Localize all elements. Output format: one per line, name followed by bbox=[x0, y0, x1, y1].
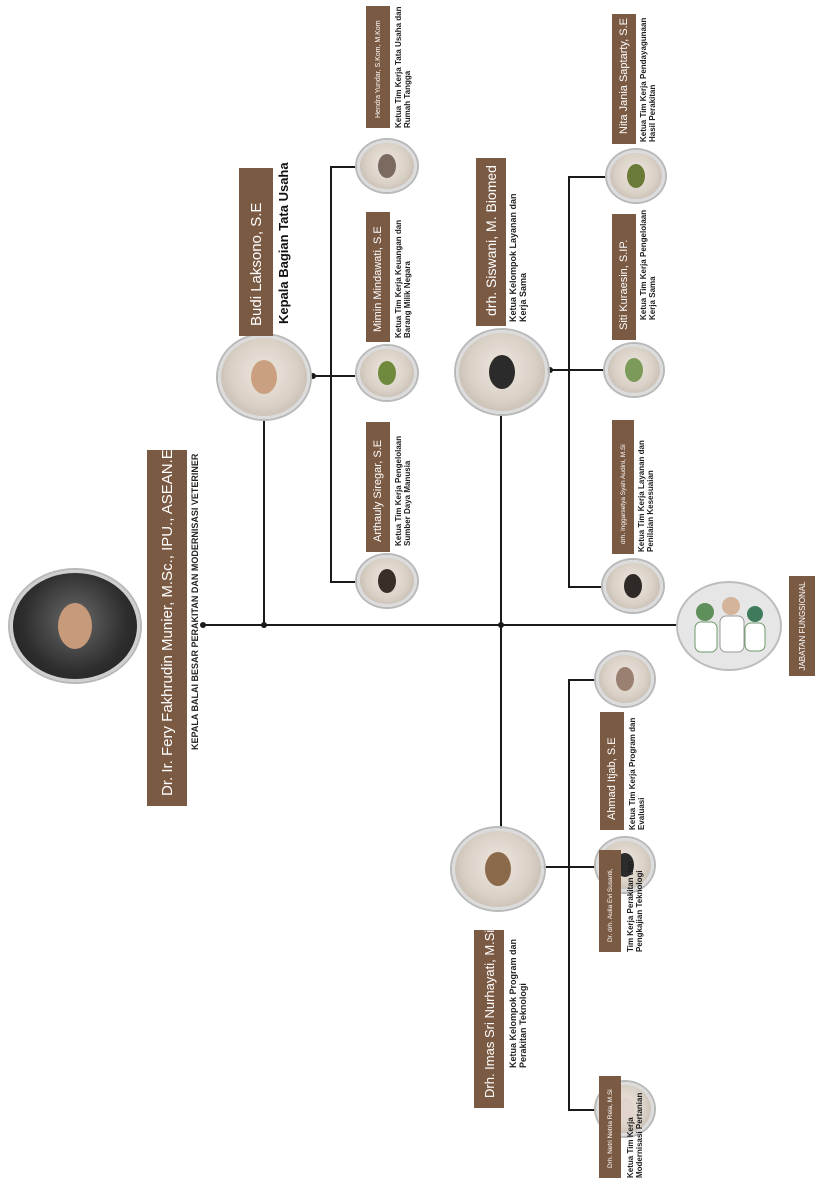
layanan-head-title: Ketua Kelompok Layanan dan Kerja Sama bbox=[508, 193, 529, 322]
program-member-role: Ketua Tim Kerja Modernisasi Pertanian bbox=[626, 1092, 645, 1178]
person-portrait-icon bbox=[489, 355, 515, 389]
person-portrait-icon bbox=[251, 360, 277, 394]
layanan-stub-3 bbox=[568, 176, 608, 178]
program-member-name: Ahmad Itjab, S.E bbox=[606, 737, 618, 820]
head-name: Dr. Ir. Fery Fakhrudin Munier, M.Sc., IP… bbox=[158, 432, 176, 796]
program-member-name-bar: Dr. drh. Aulia Evi Susanti, bbox=[599, 850, 621, 952]
program-branch-bar bbox=[568, 679, 570, 1110]
staff-group-icon bbox=[676, 581, 782, 671]
tu-member-photo bbox=[357, 555, 417, 607]
program-head-photo bbox=[452, 828, 544, 910]
main-spine bbox=[202, 624, 702, 626]
program-member-role: Tim Kerja Perakitan dan Pengkajian Tekno… bbox=[626, 861, 645, 952]
layanan-member-name: Nita Jania Saptarty, S.E bbox=[618, 18, 630, 134]
layanan-branch-bar bbox=[568, 176, 570, 588]
staff-figure bbox=[696, 603, 714, 621]
layanan-member-role: Ketua Tim Kerja Layanan dan Penilaian Ke… bbox=[637, 440, 656, 552]
program-drop bbox=[500, 625, 502, 853]
layanan-stub-1 bbox=[568, 586, 604, 588]
head-title: KEPALA BALAI BESAR PERAKITAN DAN MODERNI… bbox=[190, 453, 200, 750]
person-portrait-icon bbox=[624, 574, 642, 598]
layanan-head-photo bbox=[456, 330, 548, 414]
person-portrait-icon bbox=[378, 361, 396, 385]
tu-head-name-bar: Budi Laksono, S.E bbox=[239, 168, 273, 336]
layanan-member-name-bar: Nita Jania Saptarty, S.E bbox=[612, 14, 636, 144]
junction-dot bbox=[200, 622, 206, 628]
tu-member-photo bbox=[357, 346, 417, 400]
junction-dot bbox=[261, 622, 267, 628]
tu-member-role: Ketua Tim Kerja Keuangan dan Barang Mili… bbox=[394, 219, 413, 338]
program-head-title: Ketua Kelompok Program dan Perakitan Tek… bbox=[508, 938, 529, 1068]
person-portrait-icon bbox=[378, 154, 396, 178]
layanan-branch-link bbox=[550, 369, 608, 371]
fungsional-label-bar: JABATAN FUNGSIONAL bbox=[789, 576, 815, 676]
staff-figure bbox=[719, 615, 745, 653]
person-portrait-icon bbox=[625, 358, 643, 382]
tu-branch-bar bbox=[330, 166, 332, 583]
program-stub-3 bbox=[568, 679, 596, 681]
tu-member-name: Arthauly Siregar, S.E bbox=[372, 439, 384, 542]
tu-stub-3 bbox=[330, 166, 358, 168]
program-head-name: Drh. Imas Sri Nurhayati, M.Si bbox=[481, 929, 497, 1098]
layanan-member-photo bbox=[607, 150, 665, 202]
program-member-photo bbox=[596, 652, 654, 706]
tu-member-name-bar: Arthauly Siregar, S.E bbox=[366, 422, 390, 552]
tu-member-role: Ketua Tim Kerja Tata Usaha dan Rumah Tan… bbox=[394, 6, 413, 128]
program-head-name-bar: Drh. Imas Sri Nurhayati, M.Si bbox=[474, 930, 504, 1108]
person-portrait-icon bbox=[58, 603, 92, 649]
layanan-member-name-bar: Siti Kuraesin, S.IP. bbox=[612, 214, 636, 340]
junction-dot bbox=[547, 367, 553, 373]
person-portrait-icon bbox=[485, 852, 511, 886]
layanan-drop bbox=[500, 398, 502, 625]
tu-drop bbox=[263, 388, 265, 625]
layanan-head-name-bar: drh. Siswani, M. Biomed bbox=[476, 158, 506, 326]
staff-figure bbox=[694, 621, 718, 653]
person-portrait-icon bbox=[627, 164, 645, 188]
layanan-member-role: Ketua Tim Kerja Pendayagunaan Hasil Pera… bbox=[639, 17, 658, 142]
program-member-name-bar: Drh. Netri Netria Rela, M.Si bbox=[599, 1076, 621, 1178]
tu-head-name: Budi Laksono, S.E bbox=[247, 202, 265, 326]
junction-dot bbox=[498, 622, 504, 628]
tu-member-photo bbox=[357, 140, 417, 192]
tu-member-name: Mimin Mindawati, S.E bbox=[372, 226, 384, 332]
tu-head-photo bbox=[218, 335, 310, 419]
program-stub-1 bbox=[568, 1109, 598, 1111]
layanan-member-name: Siti Kuraesin, S.IP. bbox=[618, 239, 630, 330]
staff-figure bbox=[722, 597, 740, 615]
head-photo bbox=[10, 570, 140, 682]
program-member-name: Drh. Netri Netria Rela, M.Si bbox=[606, 1089, 614, 1168]
tu-branch-link bbox=[313, 375, 355, 377]
person-portrait-icon bbox=[378, 569, 396, 593]
tu-member-name-bar: Hendra Yundar, S.Kom, M.Kom bbox=[366, 6, 390, 128]
staff-figure bbox=[744, 622, 766, 652]
tu-head-title: Kepala Bagian Tata Usaha bbox=[276, 162, 291, 324]
program-branch-link bbox=[540, 866, 596, 868]
layanan-member-name: drh. Inggarsetya Syah Audini, M.Si bbox=[619, 444, 627, 544]
junction-dot bbox=[310, 373, 316, 379]
program-member-name: Dr. drh. Aulia Evi Susanti, bbox=[606, 868, 614, 942]
layanan-member-photo bbox=[605, 344, 663, 396]
head-name-bar: Dr. Ir. Fery Fakhrudin Munier, M.Sc., IP… bbox=[147, 433, 187, 806]
layanan-member-photo bbox=[603, 560, 663, 612]
tu-stub-1 bbox=[330, 581, 358, 583]
staff-figure bbox=[747, 606, 763, 622]
person-portrait-icon bbox=[616, 667, 634, 691]
program-member-name-bar: Ahmad Itjab, S.E bbox=[600, 712, 624, 830]
tu-member-name: Hendra Yundar, S.Kom, M.Kom bbox=[374, 20, 382, 118]
program-member-role: Ketua Tim Kerja Program dan Evaluasi bbox=[628, 717, 647, 830]
tu-member-name-bar: Mimin Mindawati, S.E bbox=[366, 212, 390, 342]
tu-member-role: Ketua Tim Kerja Pengelolaan Sumber Daya … bbox=[394, 435, 413, 546]
fungsional-label: JABATAN FUNGSIONAL bbox=[797, 581, 807, 671]
layanan-head-name: drh. Siswani, M. Biomed bbox=[483, 165, 499, 316]
layanan-member-name-bar: drh. Inggarsetya Syah Audini, M.Si bbox=[612, 420, 634, 554]
layanan-member-role: Ketua Tim Kerja Pengelolaan Kerja Sama bbox=[639, 209, 658, 320]
